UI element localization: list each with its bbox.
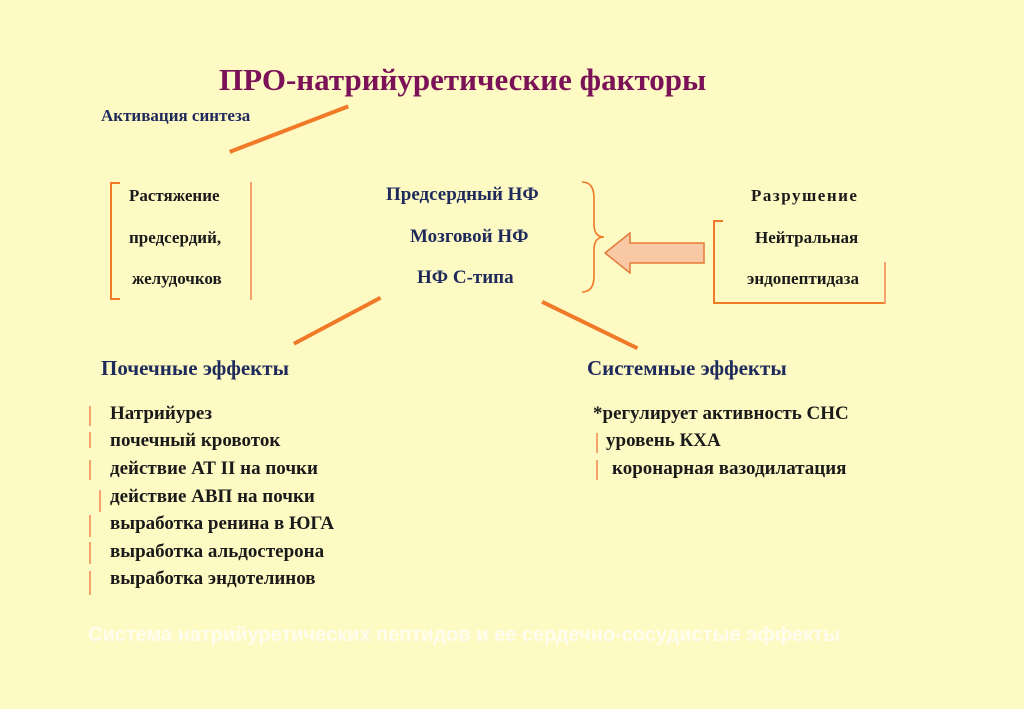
curly-brace-icon [581,181,605,293]
renal-heading: Почечные эффекты [101,356,289,380]
peptide-anp: Предсердный НФ [386,184,539,205]
systemic-heading: Системные эффекты [587,356,787,380]
left-arrow-icon [604,232,705,274]
list-item: Натрийурез [110,403,212,424]
list-item: выработка эндотелинов [110,568,316,589]
renal-connector [293,295,382,346]
degradation-heading: Разрушение [751,186,859,205]
systemic-connector [541,300,639,351]
peptide-bnp: Мозговой НФ [410,226,529,247]
caption: Система натрийуретических пептидов и ее … [88,624,841,646]
peptide-cnp: НФ С-типа [417,267,514,288]
page-title: ПРО-натрийуретические факторы [219,62,707,97]
degradation-line: Нейтральная [755,228,859,247]
list-item: действие АВП на почки [110,486,315,507]
list-item: действие АТ II на почки [110,458,318,479]
stimulus-line: желудочков [132,269,222,288]
list-item: коронарная вазодилатация [612,458,847,479]
stimulus-line: Растяжение [129,186,220,205]
list-item: почечный кровоток [110,430,281,451]
list-item: выработка альдостерона [110,541,325,562]
degradation-line: эндопептидаза [747,269,859,288]
activation-label: Активация синтеза [101,106,251,125]
stimulus-line: предсердий, [129,228,222,247]
list-item: уровень КХА [606,430,721,451]
list-item: выработка ренина в ЮГА [110,513,335,534]
list-item: *регулирует активность СНС [593,403,849,424]
